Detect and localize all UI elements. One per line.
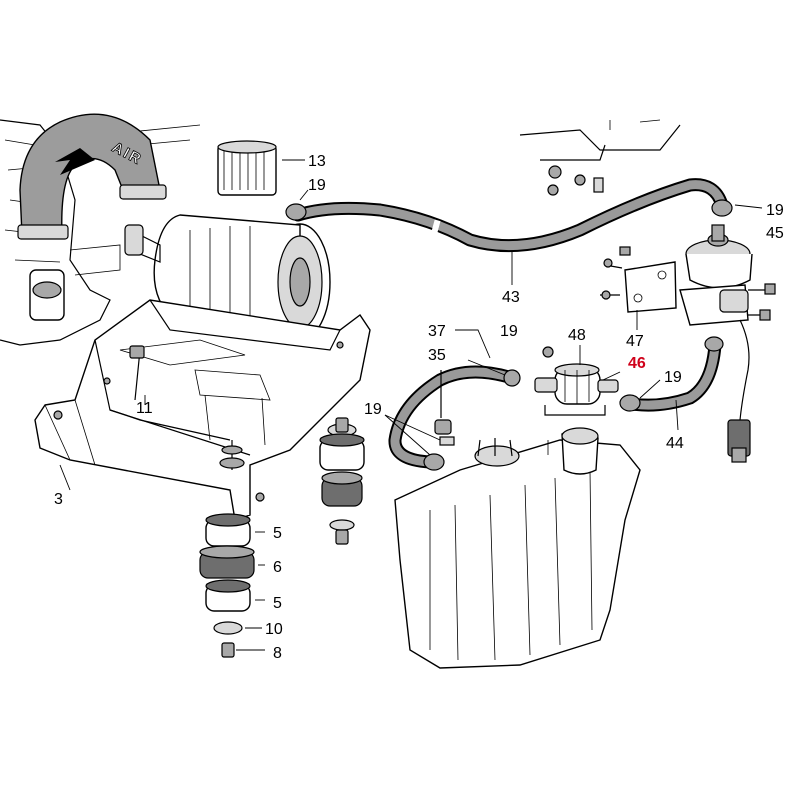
pump-wire-connector xyxy=(727,319,751,463)
fuel-filter-48 xyxy=(534,345,621,416)
rubber-mount-right xyxy=(319,417,365,545)
callout-labels: 13 19 19 45 43 37 19 48 47 35 46 19 11 1… xyxy=(54,153,784,662)
callout-19: 19 xyxy=(308,177,326,194)
oil-filter xyxy=(217,140,305,196)
callout-19: 19 xyxy=(364,401,382,418)
callout-35: 35 xyxy=(428,347,446,364)
callout-44: 44 xyxy=(666,435,684,452)
callout-3: 3 xyxy=(54,491,63,508)
fuel-hose-37 xyxy=(388,329,521,469)
callout-10: 10 xyxy=(265,621,283,638)
callout-48: 48 xyxy=(568,327,586,344)
callout-8: 8 xyxy=(273,645,282,662)
engine-block xyxy=(0,119,201,346)
connector-35 xyxy=(434,370,455,446)
frame-3 xyxy=(34,299,371,521)
hose-clamps-19 xyxy=(285,189,763,471)
callout-37: 37 xyxy=(428,323,446,340)
rubber-mount-stack xyxy=(199,440,265,658)
callout-19: 19 xyxy=(500,323,518,340)
callout-5: 5 xyxy=(273,595,282,612)
callout-45: 45 xyxy=(766,225,784,242)
fuel-tank xyxy=(394,427,641,669)
callout-13: 13 xyxy=(308,153,326,170)
callout-46: 46 xyxy=(628,355,646,372)
callout-5: 5 xyxy=(273,525,282,542)
callout-19: 19 xyxy=(664,369,682,386)
air-intake-hose: AIR xyxy=(17,113,167,240)
fuel-hose-43 xyxy=(291,178,729,285)
callout-19: 19 xyxy=(766,202,784,219)
callout-6: 6 xyxy=(273,559,282,576)
fuel-hose-44 xyxy=(625,336,724,431)
top-right-bracket xyxy=(519,119,681,196)
callout-11: 11 xyxy=(136,400,153,417)
fuel-pump-45 xyxy=(600,224,776,330)
callout-43: 43 xyxy=(502,289,520,306)
callout-47: 47 xyxy=(626,333,644,350)
